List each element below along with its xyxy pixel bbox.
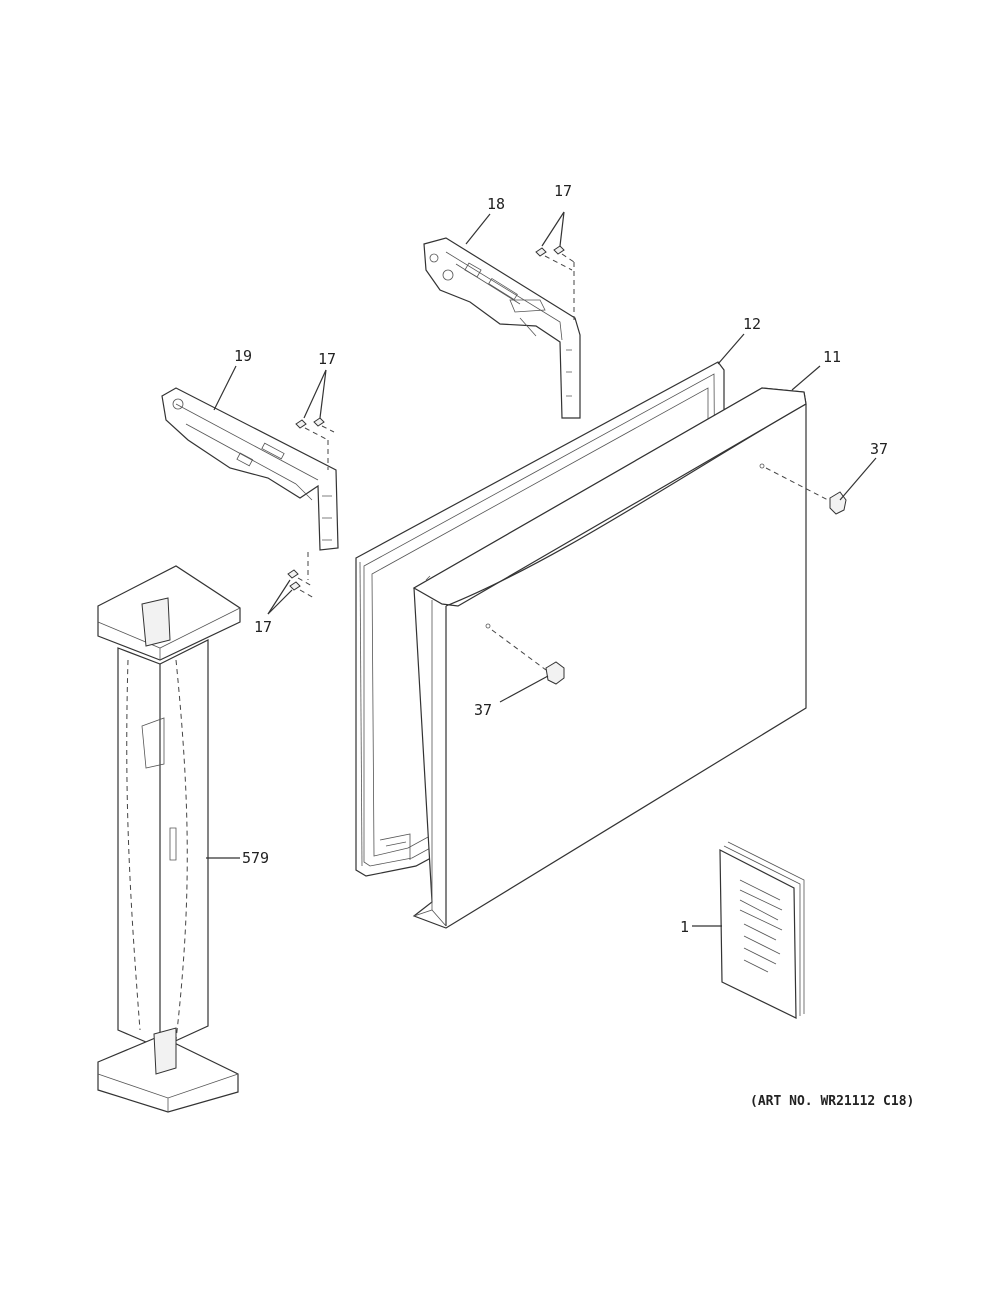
instruction-manual-part-1 xyxy=(719,841,805,1019)
door-assembly-part-579 xyxy=(97,565,241,1113)
label-37-center: 37 xyxy=(474,701,492,719)
label-18: 18 xyxy=(487,195,505,213)
upper-hinge-bracket-part-18 xyxy=(423,237,581,419)
label-19: 19 xyxy=(234,347,252,365)
label-17-mid: 17 xyxy=(318,350,336,368)
label-17-bottom: 17 xyxy=(254,618,272,636)
label-12: 12 xyxy=(743,315,761,333)
part-labels: 17 18 12 11 19 17 37 17 37 579 1 (ART NO… xyxy=(234,182,914,1109)
screw-center-part-37 xyxy=(485,623,565,685)
screw-pair-top-part-17 xyxy=(535,245,575,320)
door-panel-part-11 xyxy=(412,387,807,929)
label-579: 579 xyxy=(242,849,269,867)
label-17-top: 17 xyxy=(554,182,572,200)
lower-hinge-bracket-part-19 xyxy=(161,387,339,551)
art-number: (ART NO. WR21112 C18) xyxy=(750,1094,914,1109)
leader-lines xyxy=(206,211,877,927)
screw-pair-mid-part-17 xyxy=(295,417,335,470)
label-11: 11 xyxy=(823,348,841,366)
label-37-right: 37 xyxy=(870,440,888,458)
label-1: 1 xyxy=(680,918,689,936)
screw-pair-bottom-part-17 xyxy=(287,552,315,599)
